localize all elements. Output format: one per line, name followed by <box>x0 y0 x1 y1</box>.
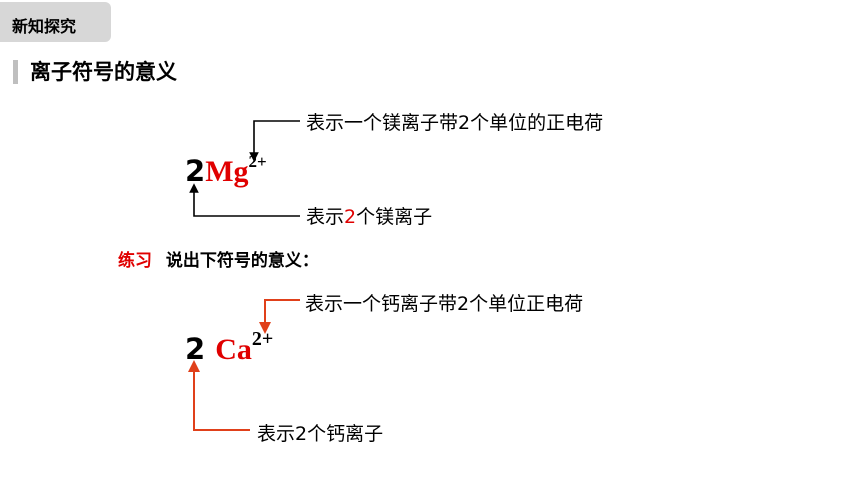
ca-charge-arrow <box>259 299 300 334</box>
mg-symbol: Mg <box>205 155 249 188</box>
ca-symbol: Ca <box>215 333 252 366</box>
mg-ion-formula: 2Mg2+ <box>185 152 267 189</box>
mg-count-suffix: 个镁离子 <box>356 206 433 228</box>
exercise-prompt: 说出下符号的意义： <box>165 251 319 271</box>
mg-count-meaning: 表示2个镁离子 <box>306 202 432 229</box>
ca-count-arrow <box>188 360 250 431</box>
section-tag: 新知探究 <box>0 2 111 42</box>
mg-coefficient: 2 <box>185 154 206 188</box>
ca-count-meaning: 表示2个钙离子 <box>257 423 384 445</box>
exercise-line: 练习 说出下符号的意义： <box>118 246 319 271</box>
mg-charge-meaning: 表示一个镁离子带2个单位的正电荷 <box>306 112 604 134</box>
ca-coefficient: 2 <box>185 332 206 366</box>
exercise-label: 练习 <box>118 251 152 271</box>
mg-charge: 2+ <box>248 152 267 171</box>
mg-charge-arrow <box>249 120 300 162</box>
page-title: 离子符号的意义 <box>30 60 177 84</box>
ca-charge-meaning: 表示一个钙离子带2个单位正电荷 <box>305 293 584 315</box>
ca-charge: 2+ <box>251 328 274 350</box>
title-accent-bar <box>13 60 18 84</box>
mg-count-number: 2 <box>344 206 357 228</box>
section-tag-label: 新知探究 <box>12 17 77 36</box>
mg-count-arrow <box>189 183 300 217</box>
ca-ion-formula: 2 Ca2+ <box>185 328 273 367</box>
mg-count-prefix: 表示 <box>306 206 345 228</box>
